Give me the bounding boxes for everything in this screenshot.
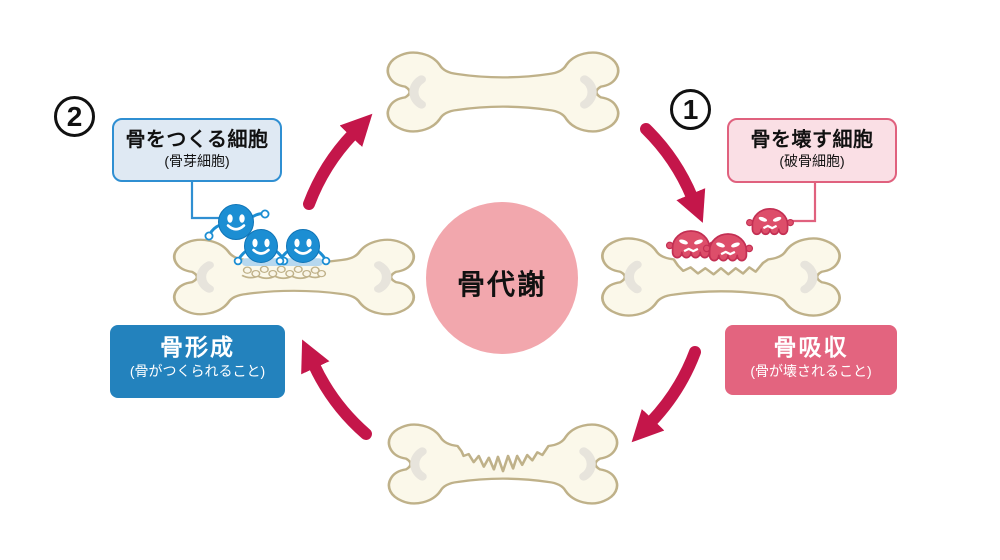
arrow-top-to-right-icon — [640, 123, 706, 223]
osteoclast-cell-icon — [702, 233, 754, 262]
step1-number-badge: 1 — [670, 89, 711, 130]
bone-shading — [579, 447, 596, 481]
osteoclast-callout-connector — [791, 183, 817, 223]
bone-formation-subtitle: (骨がつくられること) — [129, 362, 266, 379]
osteoblast-callout-box: 骨をつくる細胞 (骨芽細胞) — [112, 118, 282, 182]
bone-shading — [580, 75, 597, 109]
osteoblast-callout-title: 骨をつくる細胞 — [125, 129, 269, 151]
osteoblast-cell-icon — [275, 229, 331, 266]
bone-shading — [409, 75, 426, 109]
osteoblast-callout-connector — [190, 182, 222, 220]
osteoclast-callout-title: 骨を壊す細胞 — [750, 129, 874, 151]
osteoclast-callout-box: 骨を壊す細胞 (破骨細胞) — [727, 118, 897, 183]
bone-resorption-box: 骨吸収 (骨が壊されること) — [725, 325, 897, 395]
osteoblast-callout-subtitle: (骨芽細胞) — [164, 153, 230, 169]
bone-shading — [196, 261, 214, 293]
cycle-arrows — [301, 113, 706, 443]
step2-number-badge: 2 — [54, 96, 95, 137]
arrow-left-to-top-icon — [303, 113, 373, 210]
center-circle — [426, 202, 578, 354]
bone-formation-box: 骨形成 (骨がつくられること) — [110, 325, 285, 398]
bone-formation-title: 骨形成 — [160, 334, 235, 360]
osteoclast-cell-icon — [665, 230, 717, 259]
bone-left-rebuilding — [172, 238, 416, 316]
bone-right-resorbing — [601, 237, 841, 317]
osteoclast-callout-subtitle: (破骨細胞) — [779, 153, 845, 169]
osteoblast-cell-icon — [204, 204, 270, 241]
bone-bottom-eroded — [387, 423, 619, 505]
center-label: 骨代謝 — [456, 269, 547, 300]
bone-resorption-title: 骨吸収 — [773, 334, 849, 360]
bone-shading — [624, 260, 642, 294]
bone-top-intact — [386, 51, 620, 133]
osteoblast-cells — [204, 204, 331, 266]
osteoclast-cell-icon — [746, 208, 794, 236]
osteoclast-cells — [665, 208, 794, 262]
bone-resorption-subtitle: (骨が壊されること) — [750, 362, 872, 379]
arrow-right-to-bottom-icon — [631, 346, 701, 443]
arrow-bottom-to-left-icon — [301, 339, 372, 440]
bone-shading — [410, 447, 427, 481]
osteoblast-cell-icon — [233, 229, 289, 266]
bone-shading — [374, 261, 392, 293]
bone-shading — [800, 260, 818, 294]
